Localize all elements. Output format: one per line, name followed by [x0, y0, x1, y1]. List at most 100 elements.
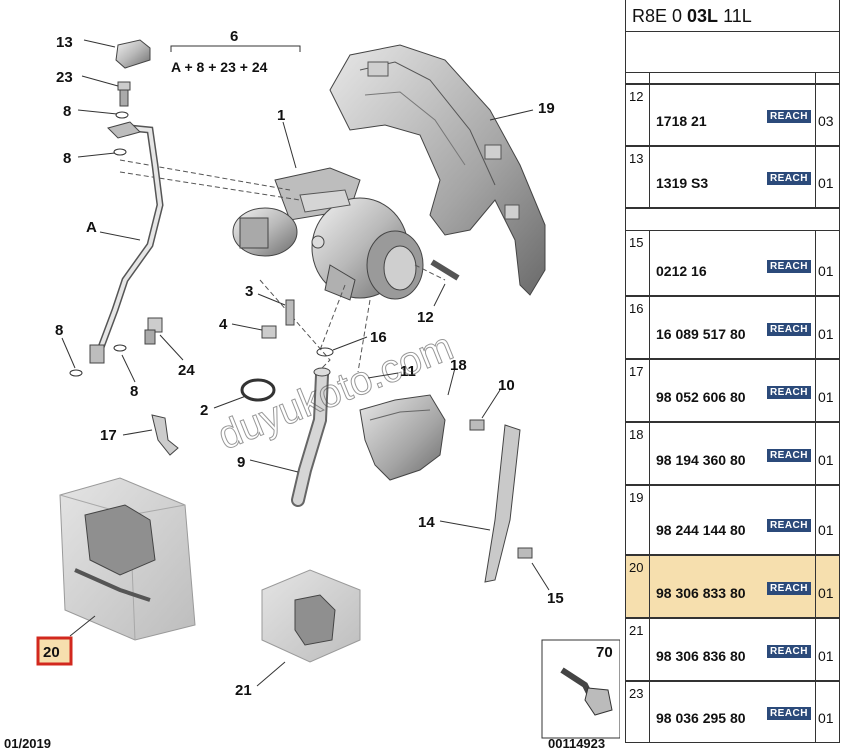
label-19: 19: [538, 100, 555, 117]
kit-6-formula: A + 8 + 23 + 24: [171, 59, 268, 75]
washer-part-8: [113, 148, 127, 156]
part-reference: 98 306 833 80: [656, 585, 746, 601]
part-quantity: 03: [818, 113, 834, 129]
oil-pipe-part-A: [89, 121, 164, 364]
pipe-part-9: [291, 367, 331, 507]
reach-badge: REACH: [766, 323, 811, 336]
label-4: 4: [219, 316, 228, 333]
part-quantity: 01: [818, 710, 834, 726]
part-reference: 98 244 144 80: [656, 522, 746, 538]
part-quantity: 01: [818, 522, 834, 538]
label-16: 16: [370, 329, 387, 346]
part-row[interactable]: 13 1319 S3 REACH 01: [625, 146, 840, 208]
kit-box-part-20: [59, 477, 196, 641]
part-position: 13: [626, 147, 650, 207]
selected-label-20-frame[interactable]: [36, 636, 73, 666]
label-8: 8: [130, 383, 138, 400]
reach-badge: REACH: [766, 260, 811, 273]
part-quantity: 01: [818, 648, 834, 664]
part-ref-cell: 98 306 833 80 REACH: [650, 556, 816, 617]
header-suffix: 11L: [718, 6, 752, 26]
part-quantity: 01: [818, 585, 834, 601]
part-position: 18: [626, 423, 650, 484]
part-ref-cell: 0212 16 REACH: [650, 231, 816, 295]
gasket-part-2: [240, 378, 276, 402]
reach-badge: REACH: [766, 582, 811, 595]
label-A: A: [86, 219, 97, 236]
label-10: 10: [498, 377, 515, 394]
part-row[interactable]: 15 0212 16 REACH 01: [625, 230, 840, 296]
part-reference: 98 052 606 80: [656, 389, 746, 405]
part-reference: 98 306 836 80: [656, 648, 746, 664]
reach-badge: REACH: [766, 172, 811, 185]
part-row[interactable]: 20 98 306 833 80 REACH 01: [625, 555, 840, 618]
washer-part-8: [69, 369, 83, 377]
label-17: 17: [100, 427, 117, 444]
bolt-part-10: [469, 419, 485, 431]
label-14: 14: [418, 514, 435, 531]
label-18: 18: [450, 357, 467, 374]
label-11: 11: [400, 363, 416, 380]
label-8: 8: [63, 103, 71, 120]
label-6: 6: [230, 28, 238, 45]
seal-part-16: [316, 347, 334, 357]
part-position: 20: [626, 556, 650, 617]
reach-badge: REACH: [766, 110, 811, 123]
part-ref-cell: 16 089 517 80 REACH: [650, 297, 816, 358]
washer-part-8: [115, 111, 129, 119]
part-quantity: 01: [818, 175, 834, 191]
part-reference: 16 089 517 80: [656, 326, 746, 342]
header-prefix: R8E 0: [632, 6, 688, 26]
part-reference: 1718 21: [656, 113, 707, 129]
washer-part-8: [113, 344, 127, 352]
part-quantity: 01: [818, 326, 834, 342]
bolt-part-24: [144, 317, 163, 345]
part-ref-cell: 98 244 144 80 REACH: [650, 486, 816, 554]
label-70: 70: [596, 644, 613, 661]
part-row[interactable]: 12 1718 21 REACH 03: [625, 84, 840, 146]
reach-badge: REACH: [766, 519, 811, 532]
stud-part-12: [430, 259, 460, 281]
label-24: 24: [178, 362, 195, 379]
label-8: 8: [63, 150, 71, 167]
part-quantity: 01: [818, 452, 834, 468]
reach-badge: REACH: [766, 707, 811, 720]
reach-badge: REACH: [766, 449, 811, 462]
label-12: 12: [417, 309, 434, 326]
label-20[interactable]: 20: [43, 644, 60, 661]
screw-box-part-70: [541, 639, 620, 739]
nut-part-4: [261, 325, 277, 339]
table-top-row: [625, 72, 840, 84]
part-ref-cell: 1718 21 REACH: [650, 85, 816, 145]
part-position: 21: [626, 619, 650, 680]
part-position: 19: [626, 486, 650, 554]
part-position: 12: [626, 85, 650, 145]
bolt-part-15: [517, 547, 533, 559]
part-row[interactable]: 19 98 244 144 80 REACH 01: [625, 485, 840, 555]
part-reference: 0212 16: [656, 263, 707, 279]
clip-part-17: [151, 414, 179, 456]
panel-gap: [625, 208, 840, 230]
part-ref-cell: 98 052 606 80 REACH: [650, 360, 816, 421]
part-ref-cell: 1319 S3 REACH: [650, 147, 816, 207]
diagram-code: 00114923: [548, 736, 605, 751]
label-9: 9: [237, 454, 245, 471]
label-3: 3: [245, 283, 253, 300]
diagram-date: 01/2019: [4, 736, 51, 751]
part-position: 15: [626, 231, 650, 295]
reach-badge: REACH: [766, 386, 811, 399]
heat-shield-part-19: [329, 44, 546, 296]
part-quantity: 01: [818, 263, 834, 279]
bracket-part-13: [115, 39, 151, 69]
panel-gap: [625, 32, 840, 72]
part-row[interactable]: 16 16 089 517 80 REACH 01: [625, 296, 840, 359]
part-position: 16: [626, 297, 650, 358]
part-reference: 1319 S3: [656, 175, 709, 191]
